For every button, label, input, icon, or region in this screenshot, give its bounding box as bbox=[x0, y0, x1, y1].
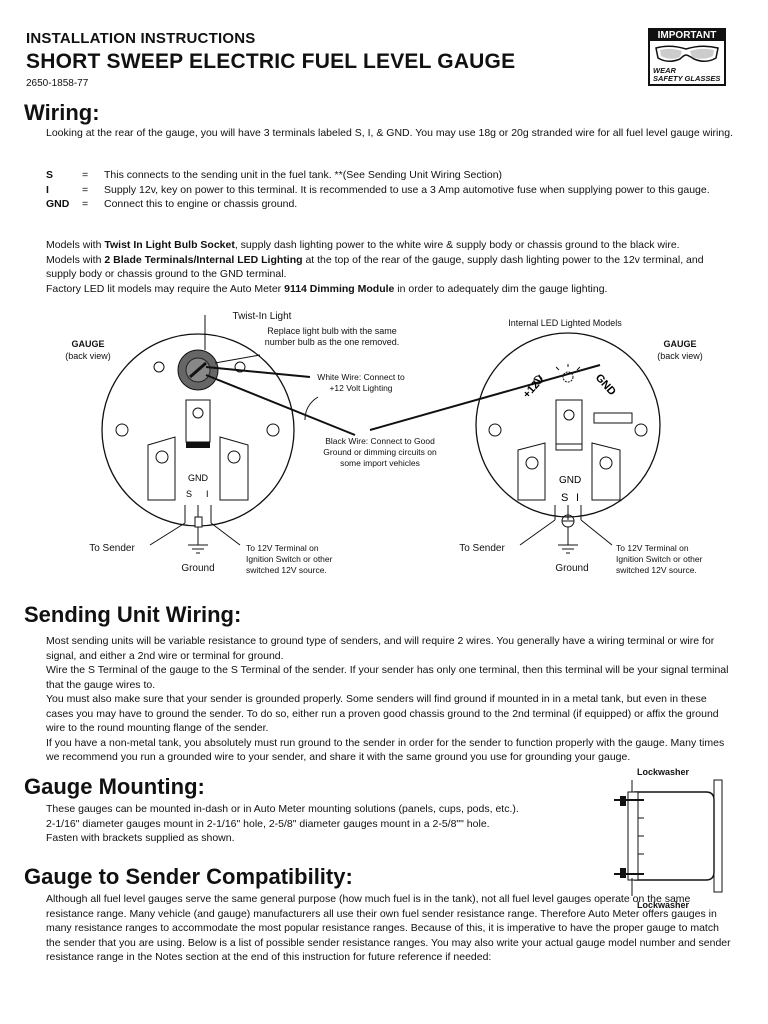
twist-in-light-label: Twist-In Light bbox=[232, 311, 292, 322]
models-paragraph: Models with Twist In Light Bulb Socket, … bbox=[46, 238, 736, 296]
compat-body: Although all fuel level gauges serve the… bbox=[46, 893, 731, 963]
safety-line-2: SAFETY GLASSES bbox=[653, 74, 721, 83]
right-ground-label: Ground bbox=[555, 563, 589, 574]
left-s-label: S bbox=[186, 489, 192, 499]
black-wire-note: Black Wire: Connect to Good Ground or di… bbox=[323, 436, 437, 468]
terminal-def-gnd: GND = Connect this to engine or chassis … bbox=[46, 198, 298, 210]
right-ground-symbol bbox=[519, 519, 613, 554]
lockwasher-bottom-label: Lockwasher bbox=[636, 900, 690, 910]
models-line-3: Factory LED lit models may require the A… bbox=[46, 282, 608, 295]
left-ground-label: Ground bbox=[181, 563, 215, 574]
safety-line-1: WEAR bbox=[653, 66, 676, 75]
left-back-view-label: (back view) bbox=[65, 351, 111, 361]
right-gnd-label: GND bbox=[559, 475, 581, 486]
wiring-diagram: GND S I +12V GND GND S I bbox=[101, 315, 661, 554]
models-line-2: Models with 2 Blade Terminals/Internal L… bbox=[46, 253, 704, 281]
right-gauge-label: GAUGE bbox=[663, 339, 697, 349]
plus12v-label: +12V bbox=[521, 373, 548, 401]
terminal-def-s: S = This connects to the sending unit in… bbox=[46, 169, 503, 181]
terminal-definitions: S = This connects to the sending unit in… bbox=[46, 168, 736, 212]
safety-glasses-badge: IMPORTANT WEAR SAFETY GLASSES bbox=[648, 28, 726, 86]
right-s-label: S bbox=[561, 492, 568, 504]
sending-unit-p3: You must also make sure that your sender… bbox=[46, 693, 719, 734]
white-wire-note: White Wire: Connect to +12 Volt Lighting bbox=[317, 372, 405, 393]
sending-unit-heading: Sending Unit Wiring: bbox=[24, 602, 242, 627]
left-to-sender-label: To Sender bbox=[89, 543, 135, 554]
replace-bulb-note: Replace light bulb with the same number … bbox=[264, 326, 400, 347]
doc-title: SHORT SWEEP ELECTRIC FUEL LEVEL GAUGE bbox=[26, 50, 516, 73]
wiring-intro: Looking at the rear of the gauge, you wi… bbox=[46, 127, 733, 139]
mounting-bracket-diagram bbox=[614, 779, 723, 896]
right-12v-note: To 12V Terminal on Ignition Switch or ot… bbox=[616, 543, 703, 575]
sending-unit-p1: Most sending units will be variable resi… bbox=[46, 635, 715, 662]
right-gnd-blade-label: GND bbox=[593, 372, 618, 398]
mounting-p3: Fasten with brackets supplied as shown. bbox=[46, 832, 235, 844]
mounting-heading: Gauge Mounting: bbox=[24, 774, 205, 799]
sending-unit-p2: Wire the S Terminal of the gauge to the … bbox=[46, 664, 729, 691]
lockwasher-top-label: Lockwasher bbox=[636, 767, 690, 777]
mounting-p1: These gauges can be mounted in-dash or i… bbox=[46, 803, 519, 815]
right-i-label: I bbox=[576, 492, 579, 504]
doc-subtitle: INSTALLATION INSTRUCTIONS bbox=[26, 30, 256, 47]
right-to-sender-label: To Sender bbox=[459, 543, 505, 554]
wiring-heading: Wiring: bbox=[24, 100, 100, 125]
left-12v-note: To 12V Terminal on Ignition Switch or ot… bbox=[246, 543, 333, 575]
important-label: IMPORTANT bbox=[650, 30, 724, 41]
part-number: 2650-1858-77 bbox=[26, 78, 89, 89]
left-gnd-label: GND bbox=[188, 473, 209, 483]
right-back-view-label: (back view) bbox=[657, 351, 703, 361]
right-gauge-back bbox=[475, 332, 661, 528]
left-gauge-label: GAUGE bbox=[71, 339, 105, 349]
models-line-1: Models with Twist In Light Bulb Socket, … bbox=[46, 239, 680, 251]
sending-unit-p4: If you have a non-metal tank, you absolu… bbox=[46, 736, 725, 764]
left-ground-symbol bbox=[149, 522, 241, 554]
sending-unit-body: Most sending units will be variable resi… bbox=[46, 634, 736, 765]
led-icon bbox=[555, 364, 581, 383]
safety-glasses-icon bbox=[655, 45, 719, 62]
left-gauge-back bbox=[101, 333, 295, 528]
terminal-def-i: I = Supply 12v, key on power to this ter… bbox=[46, 183, 710, 196]
internal-led-label: Internal LED Lighted Models bbox=[508, 318, 622, 328]
mounting-p2: 2-1/16" diameter gauges mount in 2-1/16"… bbox=[46, 817, 490, 830]
mounting-body: These gauges can be mounted in-dash or i… bbox=[46, 802, 606, 846]
left-i-label: I bbox=[206, 489, 209, 499]
compat-heading: Gauge to Sender Compatibility: bbox=[24, 864, 353, 889]
